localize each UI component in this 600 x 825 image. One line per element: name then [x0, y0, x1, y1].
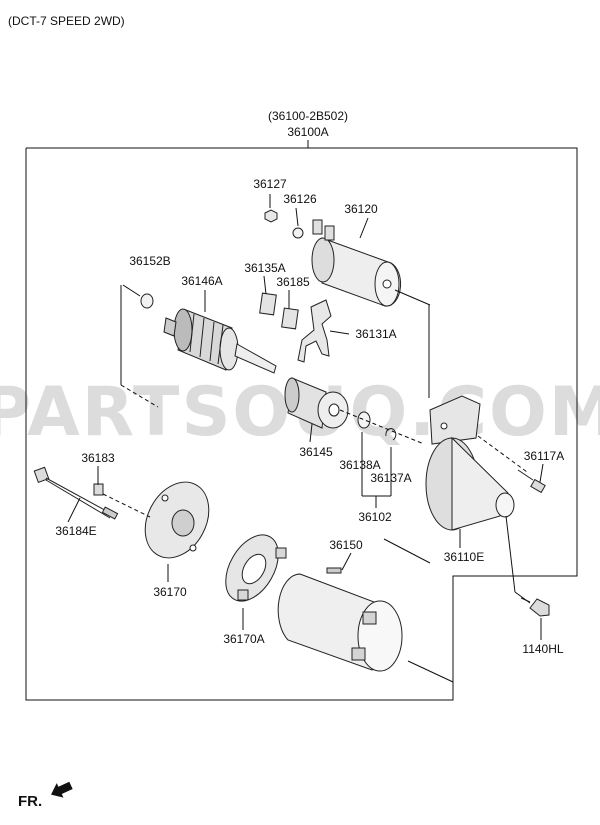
variant-label: (DCT-7 SPEED 2WD)	[8, 14, 125, 28]
label-36170[interactable]: 36170	[153, 585, 187, 599]
label-36137A[interactable]: 36137A	[370, 471, 411, 485]
armature-shape[interactable]	[163, 308, 277, 374]
label-36135A[interactable]: 36135A	[244, 261, 285, 275]
label-36184E[interactable]: 36184E	[55, 524, 96, 538]
label-36131A[interactable]: 36131A	[355, 327, 396, 341]
washer-shape[interactable]	[292, 227, 304, 239]
brush-holder-shape[interactable]	[215, 526, 289, 610]
label-36102[interactable]: 36102	[358, 510, 392, 524]
nut-shape[interactable]	[264, 209, 278, 223]
label-36120[interactable]: 36120	[344, 202, 378, 216]
label-1140HL[interactable]: 1140HL	[522, 642, 563, 656]
pinion-shape[interactable]	[284, 377, 349, 429]
label-36146A[interactable]: 36146A	[181, 274, 222, 288]
label-36170A[interactable]: 36170A	[223, 632, 264, 646]
label-36127[interactable]: 36127	[253, 177, 287, 191]
brush-shape[interactable]	[259, 292, 277, 316]
snap-ring-shape[interactable]	[385, 428, 397, 441]
through-bolt-shape[interactable]	[33, 466, 119, 520]
label-36117A[interactable]: 36117A	[524, 449, 564, 463]
label-36110E[interactable]: 36110E	[444, 550, 484, 564]
front-housing-shape[interactable]	[425, 395, 515, 531]
rear-bracket-shape[interactable]	[133, 471, 222, 569]
label-36150[interactable]: 36150	[329, 538, 363, 552]
front-arrow-icon	[51, 781, 73, 798]
part-labels: 36127 36126 36120 36152B 36146A 36135A 3…	[55, 177, 564, 656]
label-36152B[interactable]: 36152B	[129, 254, 170, 268]
mount-bolt-shape[interactable]	[520, 597, 550, 617]
bolt-shape[interactable]	[517, 469, 546, 494]
label-36185[interactable]: 36185	[276, 275, 310, 289]
front-direction-label: FR.	[18, 793, 42, 810]
assembly-alt-number[interactable]: (36100-2B502)	[268, 109, 348, 123]
stopper-ring-shape[interactable]	[357, 411, 371, 429]
brush-spring-shape[interactable]	[281, 307, 299, 330]
screw-shape[interactable]	[93, 483, 104, 496]
label-36138A[interactable]: 36138A	[339, 458, 380, 472]
label-36126[interactable]: 36126	[283, 192, 317, 206]
solenoid-shape[interactable]	[311, 219, 402, 307]
assembly-frame	[25, 147, 578, 701]
lever-shape[interactable]	[297, 299, 332, 363]
washer-small-shape[interactable]	[140, 293, 154, 309]
leader-lines	[67, 194, 544, 683]
label-36145[interactable]: 36145	[299, 445, 333, 459]
yoke-shape[interactable]	[277, 567, 403, 672]
assembly-number[interactable]: 36100A	[287, 125, 328, 139]
label-36183[interactable]: 36183	[81, 451, 115, 465]
